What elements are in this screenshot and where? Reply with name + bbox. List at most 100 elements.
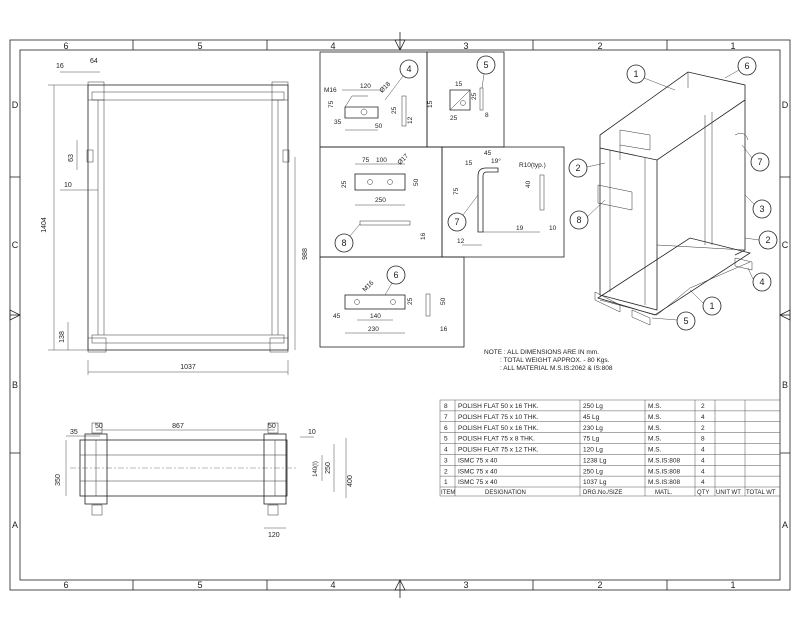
d5-25a: 25 <box>450 115 458 122</box>
bom-cell-qty: 4 <box>701 468 705 475</box>
bom-cell-desc: POLISH FLAT 50 x 16 THK. <box>458 403 539 410</box>
d6-16: 16 <box>440 326 448 333</box>
d7-15: 15 <box>465 160 473 167</box>
dim-138: 138 <box>59 331 66 343</box>
bom-cell-item: 1 <box>444 479 448 486</box>
d5-25b: 25 <box>471 92 478 100</box>
detail-7: 45 15 19° R10(typ.) 75 40 12 19 10 7 <box>447 150 557 246</box>
bom-cell-qty: 4 <box>701 447 705 454</box>
zone-row-right: B <box>782 380 788 390</box>
bom-cell-qty: 2 <box>701 425 705 432</box>
iso-balloons: 1 6 2 7 8 3 2 4 1 5 <box>568 56 778 331</box>
d6-140: 140 <box>370 313 381 320</box>
sheet-border <box>9 32 791 598</box>
bom-cell-qty: 4 <box>701 479 705 486</box>
d7-19: 19 <box>516 225 524 232</box>
bom-cell-item: 3 <box>444 457 448 464</box>
d8-balloon: 8 <box>341 238 346 248</box>
d4-balloon: 4 <box>406 64 411 74</box>
plan-view: 35 50 867 50 10 350 140(I) 250 400 120 <box>55 422 354 539</box>
iso-balloon-6: 6 <box>744 61 749 71</box>
bom-cell-matl: M.S. <box>648 436 662 443</box>
bom-cell-matl: M.S.IS:808 <box>648 457 681 464</box>
d6-45: 45 <box>333 313 341 320</box>
zone-col-bottom: 1 <box>730 580 735 590</box>
bom-cell-size: 250 Lg <box>583 403 603 410</box>
bom-cell-matl: M.S. <box>648 425 662 432</box>
dim-64: 64 <box>90 58 98 65</box>
bom-cell-qty: 4 <box>701 414 705 421</box>
detail-6: M16 45 140 230 25 50 16 6 <box>333 265 448 334</box>
d5-15b: 15 <box>427 100 434 108</box>
bom-cell-matl: M.S. <box>648 414 662 421</box>
bom-cell-size: 1037 Lg <box>583 479 607 486</box>
bom-cell-size: 75 Lg <box>583 436 600 443</box>
notes: NOTE : ALL DIMENSIONS ARE IN mm. : TOTAL… <box>484 349 613 372</box>
pv-35: 35 <box>70 429 78 436</box>
pv-867: 867 <box>172 423 184 430</box>
zone-col-top: 2 <box>597 41 602 51</box>
pv-50: 50 <box>95 423 103 430</box>
iso-balloon-7: 7 <box>757 157 762 167</box>
d7-balloon: 7 <box>454 217 459 227</box>
bom-cell-item: 7 <box>444 414 448 421</box>
bom-cell-qty: 8 <box>701 436 705 443</box>
detail-boxes <box>319 51 565 348</box>
zone-col-top: 3 <box>463 41 468 51</box>
bom-cell-qty: 4 <box>701 457 705 464</box>
dim-1037: 1037 <box>180 364 196 371</box>
zone-row-left: C <box>12 240 19 250</box>
zone-col-bottom: 6 <box>63 580 68 590</box>
bom-cell-desc: POLISH FLAT 75 x 8 THK. <box>458 436 535 443</box>
d7-angle: 19° <box>491 157 501 165</box>
d8-250: 250 <box>375 197 386 204</box>
bom-cell-size: 250 Lg <box>583 468 603 475</box>
zone-col-top: 1 <box>730 41 735 51</box>
zone-col-top: 5 <box>197 41 202 51</box>
bom-cell-desc: POLISH FLAT 75 x 12 THK. <box>458 447 539 454</box>
bom-cell-size: 45 Lg <box>583 414 600 421</box>
dim-16: 16 <box>56 63 64 70</box>
pv-350: 350 <box>55 474 62 486</box>
zone-col-top: 6 <box>63 41 68 51</box>
note-line-1: NOTE : ALL DIMENSIONS ARE IN mm. <box>484 349 599 356</box>
d5-15: 15 <box>455 81 463 88</box>
detail-4: M16 120 Ø18 75 35 50 25 12 4 <box>324 59 419 131</box>
detail-8: 75 100 Ø17 25 50 250 16 8 <box>334 153 427 253</box>
d8-16: 16 <box>420 232 427 240</box>
iso-balloon-1: 1 <box>633 69 638 79</box>
zone-row-right: D <box>782 100 789 110</box>
pv-250: 250 <box>325 462 332 474</box>
iso-balloon-5: 5 <box>683 316 688 326</box>
bom-cell-desc: ISMC 75 x 40 <box>458 457 498 464</box>
bom-cell-matl: M.S.IS:808 <box>648 479 681 486</box>
d5-8: 8 <box>485 112 489 119</box>
zone-col-bottom: 3 <box>463 580 468 590</box>
bom-hdr-desc: DESIGNATION <box>485 490 526 496</box>
iso-balloon-3: 3 <box>759 204 764 214</box>
d4-120: 120 <box>360 83 371 90</box>
d7-12: 12 <box>457 238 465 245</box>
bom-cell-size: 1238 Lg <box>583 457 607 464</box>
d7-45: 45 <box>484 150 492 157</box>
bom-cell-item: 6 <box>444 425 448 432</box>
bom-cell-matl: M.S. <box>648 447 662 454</box>
bom-hdr-item: ITEM <box>441 490 455 496</box>
bom-hdr-matl: MATL. <box>655 490 673 496</box>
d5-balloon: 5 <box>483 60 488 70</box>
d4-dia: Ø18 <box>378 81 392 95</box>
isometric-view <box>594 71 753 326</box>
zone-col-bottom: 4 <box>330 580 335 590</box>
zone-row-left: B <box>12 380 18 390</box>
d8-50: 50 <box>413 178 420 186</box>
d7-radius: R10(typ.) <box>519 162 546 169</box>
zone-row-right: A <box>782 520 788 530</box>
zone-col-bottom: 2 <box>597 580 602 590</box>
iso-balloon-4: 4 <box>759 277 764 287</box>
d6-balloon: 6 <box>393 270 398 280</box>
bom-cell-qty: 2 <box>701 403 705 410</box>
dim-1404: 1404 <box>41 217 48 233</box>
zone-row-right: C <box>782 240 789 250</box>
